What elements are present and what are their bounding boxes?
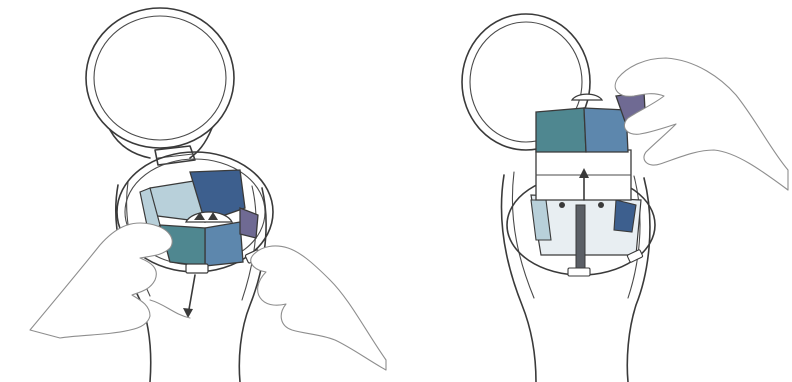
release-clips-illustration [0,0,396,382]
segment-blue [584,108,628,152]
down-arrow-icon [183,275,195,318]
lid-hinge [155,146,195,165]
segment-blue-lower [205,222,243,266]
center-shaft [576,205,585,270]
lift-cartridge-illustration [396,0,792,382]
open-lid [86,8,234,158]
panel-lift-cartridge [396,0,792,382]
panel-release-clips [0,0,396,382]
lifting-hand [615,58,788,190]
left-hand [30,223,172,338]
lifted-cartridge [536,92,646,200]
right-hand [251,246,386,370]
left-clip [186,264,208,273]
segment-teal [536,108,586,152]
